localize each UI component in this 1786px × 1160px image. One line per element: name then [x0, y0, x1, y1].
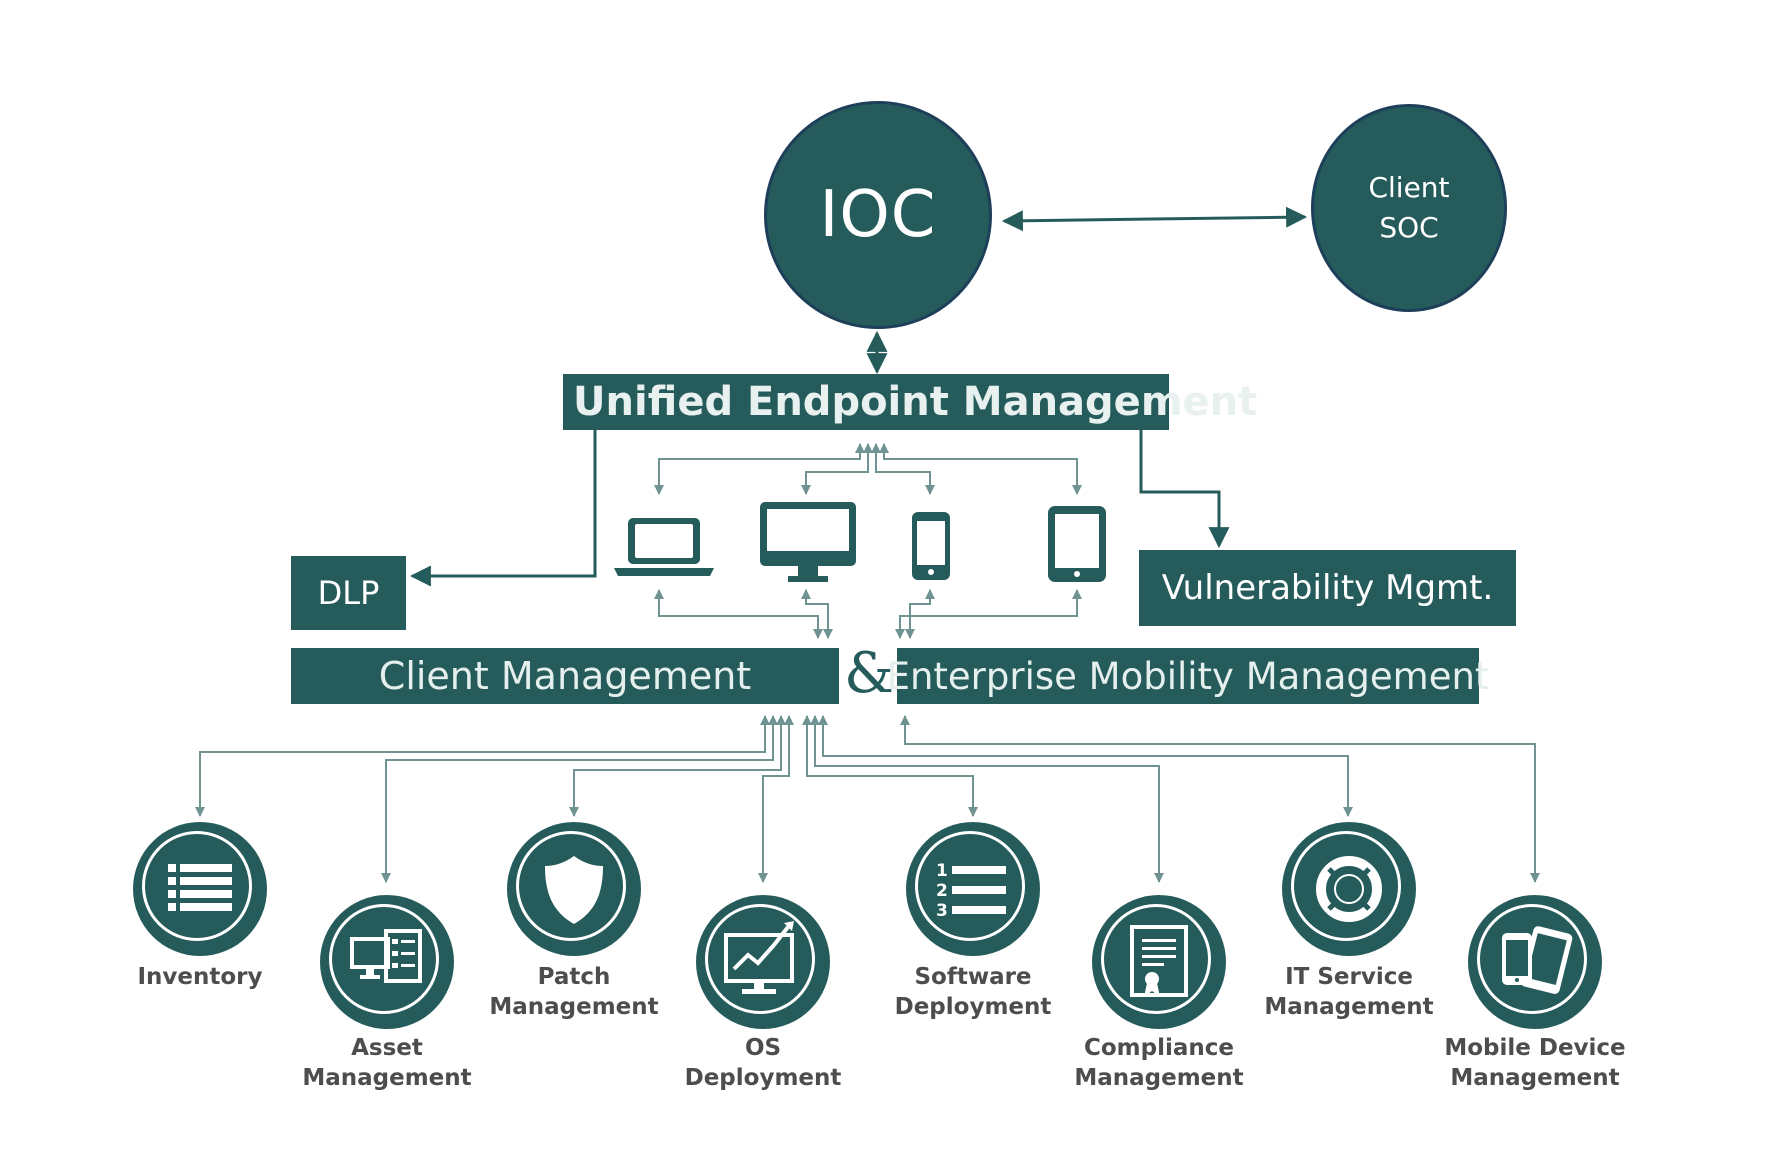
shield-icon	[545, 856, 603, 924]
ioc-node: IOC	[764, 101, 992, 329]
mobile-devices-icon	[1502, 926, 1573, 994]
ioc-label: IOC	[819, 178, 937, 252]
asset-management-label: Asset Management	[302, 1035, 472, 1091]
client-soc-line2: SOC	[1379, 211, 1439, 244]
uem-vuln-arrow	[1139, 430, 1230, 549]
asset-icon	[350, 929, 422, 983]
mobile-device-management-label: Mobile Device Management	[1444, 1035, 1626, 1091]
uem-box: Unified Endpoint Management	[563, 374, 1257, 430]
monitor-chart-icon	[724, 921, 794, 994]
uem-label: Unified Endpoint Management	[573, 379, 1258, 425]
enterprise-mobility-box: Enterprise Mobility Management	[887, 648, 1489, 704]
client-soc-line1: Client	[1368, 171, 1450, 204]
software-deployment-label: Software Deployment	[894, 964, 1052, 1020]
compliance-management-label: Compliance Management	[1074, 1035, 1244, 1091]
enterprise-mobility-label: Enterprise Mobility Management	[886, 654, 1490, 698]
it-service-management-label: IT Service Management	[1264, 964, 1434, 1020]
ioc-soc-arrow	[1001, 206, 1308, 232]
patch-management-label: Patch Management	[489, 964, 659, 1020]
client-soc-node: Client SOC	[1311, 104, 1507, 312]
smartphone-icon	[912, 512, 950, 580]
inventory-label: Inventory	[137, 964, 263, 990]
tablet-icon	[1048, 506, 1106, 582]
vulnerability-label: Vulnerability Mgmt.	[1161, 568, 1494, 608]
svg-text:1: 1	[936, 861, 948, 881]
dlp-box: DLP	[291, 556, 406, 630]
certificate-icon	[1130, 925, 1188, 997]
vulnerability-box: Vulnerability Mgmt.	[1139, 550, 1516, 626]
compliance-management-circle	[1092, 895, 1226, 1029]
lifebuoy-icon	[1316, 856, 1382, 922]
client-management-label: Client Management	[378, 654, 752, 698]
patch-management-circle	[507, 822, 641, 956]
it-service-management-circle	[1282, 822, 1416, 956]
uem-dlp-arrow	[409, 430, 597, 587]
laptop-icon	[614, 518, 714, 576]
asset-management-circle	[320, 895, 454, 1029]
inventory-circle	[133, 822, 267, 956]
svg-text:3: 3	[936, 901, 948, 921]
dlp-label: DLP	[317, 574, 380, 612]
os-deployment-label: OS Deployment	[684, 1035, 842, 1091]
client-management-box: Client Management	[291, 648, 839, 704]
mobile-device-management-circle	[1468, 895, 1602, 1029]
os-deployment-circle	[696, 895, 830, 1029]
numbered-list-icon: 123	[936, 861, 1006, 921]
desktop-monitor-icon	[760, 502, 856, 582]
ampersand: &	[844, 640, 894, 706]
svg-text:2: 2	[936, 881, 948, 901]
list-icon	[168, 864, 232, 911]
